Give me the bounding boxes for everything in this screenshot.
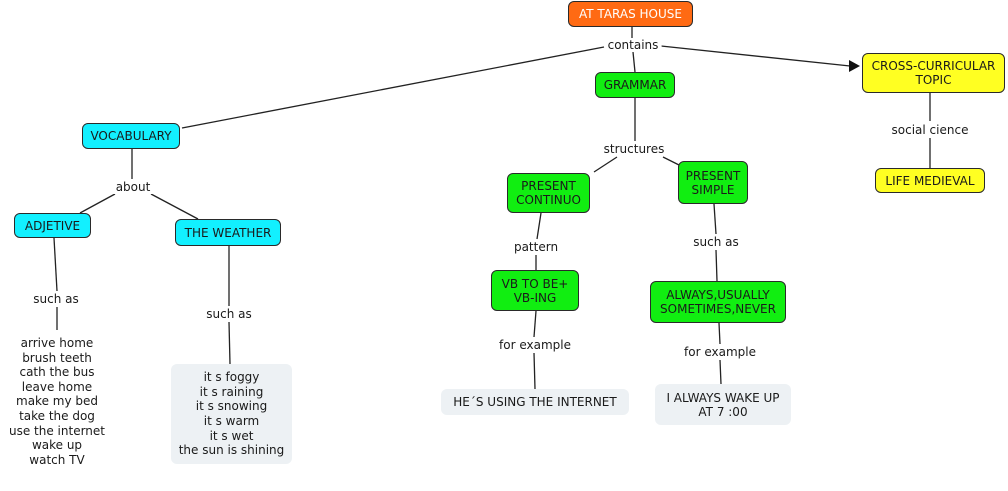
node-i-always-wake-up[interactable]: I ALWAYS WAKE UP AT 7 :00 <box>655 384 791 425</box>
node-cross-curricular-topic[interactable]: CROSS-CURRICULAR TOPIC <box>862 53 1005 93</box>
node-adjetive[interactable]: ADJETIVE <box>14 213 91 238</box>
node-life-medieval[interactable]: LIFE MEDIEVAL <box>875 168 985 193</box>
link-social-cience: social cience <box>888 123 972 137</box>
node-vocabulary[interactable]: VOCABULARY <box>82 123 180 149</box>
node-present-continuo[interactable]: PRESENT CONTINUO <box>507 173 590 213</box>
adjetive-examples-list: arrive home brush teeth cath the bus lea… <box>8 336 105 467</box>
node-at-taras-house[interactable]: AT TARAS HOUSE <box>568 1 693 27</box>
link-for-example-continuo: for example <box>496 338 574 352</box>
node-the-weather[interactable]: THE WEATHER <box>175 219 281 246</box>
node-hes-using-the-internet[interactable]: HE´S USING THE INTERNET <box>441 389 629 415</box>
link-structures: structures <box>600 142 668 156</box>
node-vb-to-be-ving[interactable]: VB TO BE+ VB-ING <box>491 270 579 311</box>
link-such-as-simple: such as <box>690 235 742 249</box>
link-for-example-simple: for example <box>681 345 759 359</box>
node-always-usually-sometimes-never[interactable]: ALWAYS,USUALLY SOMETIMES,NEVER <box>650 281 786 323</box>
link-about: about <box>112 180 154 194</box>
link-such-as-adjetive: such as <box>30 292 82 306</box>
link-contains: contains <box>604 38 662 52</box>
link-such-as-weather: such as <box>203 307 255 321</box>
arrowhead-icon <box>849 60 860 72</box>
weather-examples-box[interactable]: it s foggy it s raining it s snowing it … <box>171 364 292 464</box>
link-pattern: pattern <box>510 240 562 254</box>
node-grammar[interactable]: GRAMMAR <box>595 72 675 98</box>
node-present-simple[interactable]: PRESENT SIMPLE <box>678 161 748 204</box>
